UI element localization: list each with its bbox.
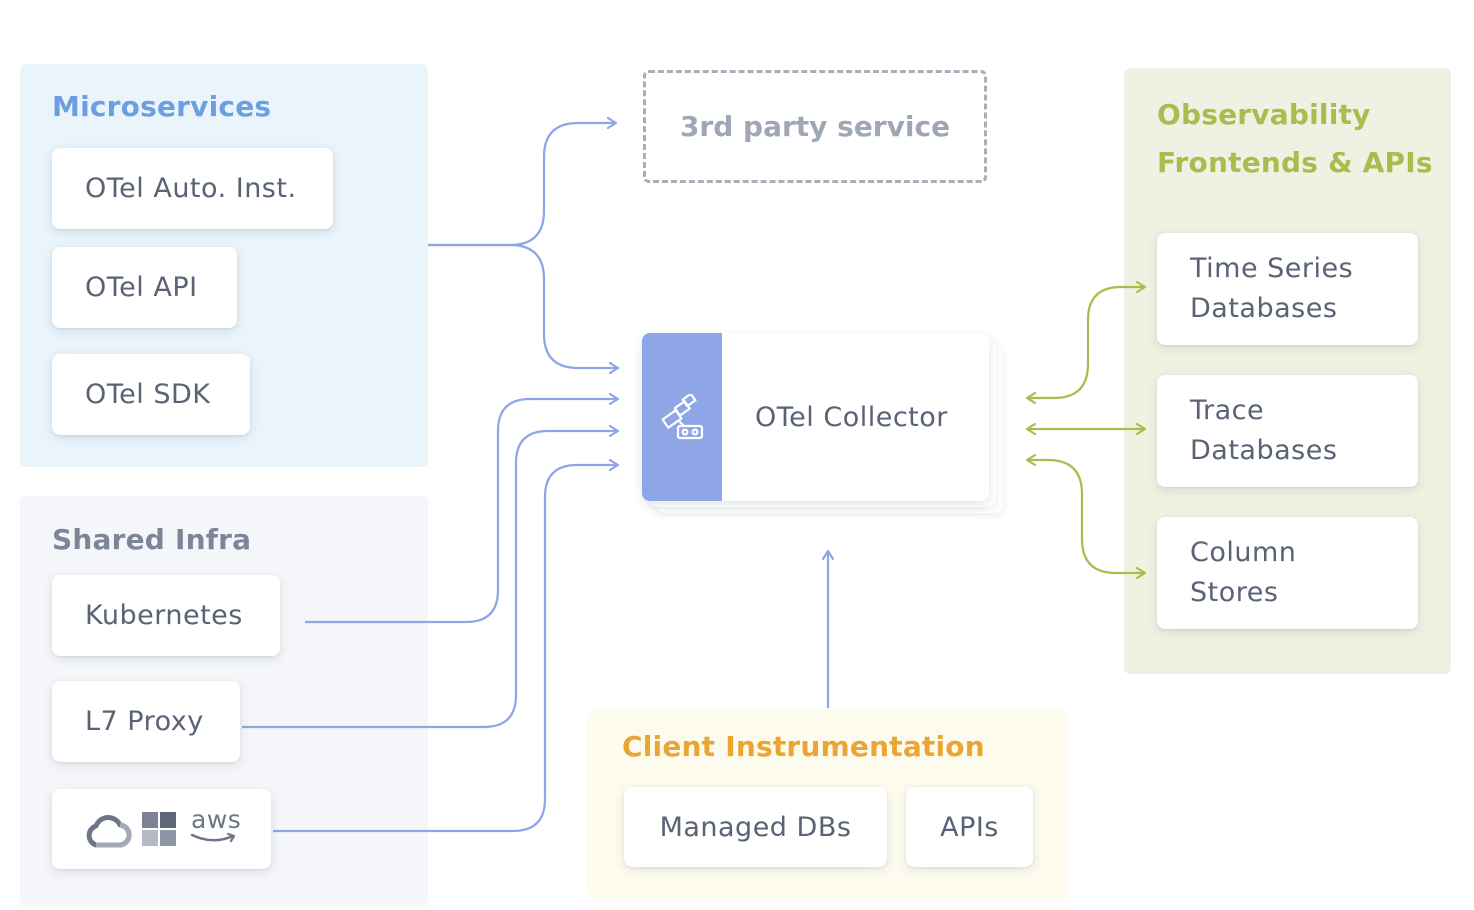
aws-logo-text: aws (191, 805, 242, 834)
wire-kubernetes-to-collector (305, 399, 618, 624)
otel-auto-inst-label: OTel Auto. Inst. (85, 173, 297, 204)
l7-proxy-card[interactable]: L7 Proxy (52, 681, 240, 762)
otel-api-card[interactable]: OTel API (52, 247, 237, 328)
gcp-cloud-icon (86, 815, 132, 848)
column-stores-line2: Stores (1190, 577, 1279, 608)
column-stores-line1: Column (1190, 537, 1297, 568)
trace-line2: Databases (1190, 435, 1338, 466)
observability-title-line2: Frontends & APIs (1157, 146, 1433, 179)
apis-card[interactable]: APIs (906, 787, 1033, 867)
l7-proxy-label: L7 Proxy (85, 706, 204, 737)
trace-databases-text: Trace Databases (1190, 391, 1337, 471)
column-stores-card[interactable]: Column Stores (1157, 517, 1418, 629)
otel-collector-label: OTel Collector (755, 401, 948, 433)
time-series-databases-card[interactable]: Time Series Databases (1157, 233, 1418, 345)
otel-sdk-card[interactable]: OTel SDK (52, 354, 250, 435)
otel-sdk-label: OTel SDK (85, 379, 211, 410)
observability-title-line1: Observability (1157, 98, 1371, 131)
apis-label: APIs (940, 811, 999, 843)
wire-l7-proxy-to-collector (242, 431, 618, 729)
otel-collector-card[interactable]: OTel Collector (642, 333, 989, 501)
client-instrumentation-title: Client Instrumentation (622, 730, 985, 763)
column-stores-text: Column Stores (1190, 533, 1296, 613)
azure-windows-icon (142, 812, 176, 846)
third-party-service-label: 3rd party service (679, 110, 951, 143)
wire-cloud-to-collector (273, 465, 618, 833)
wire-collector-column-stores (1027, 460, 1145, 573)
managed-dbs-label: Managed DBs (659, 811, 852, 843)
cloud-providers-card[interactable]: aws (52, 789, 271, 869)
wire-microservices-to-third-party (428, 123, 616, 247)
wire-microservices-to-collector (428, 243, 618, 368)
aws-smile-icon (190, 832, 236, 843)
time-series-line2: Databases (1190, 293, 1338, 324)
kubernetes-card[interactable]: Kubernetes (52, 575, 280, 656)
trace-line1: Trace (1190, 395, 1265, 426)
time-series-databases-text: Time Series Databases (1190, 249, 1353, 329)
collector-icon-band (642, 333, 722, 501)
kubernetes-label: Kubernetes (85, 600, 243, 631)
aws-logo: aws (189, 803, 241, 847)
microservices-title: Microservices (52, 90, 272, 123)
otel-auto-inst-card[interactable]: OTel Auto. Inst. (52, 148, 333, 229)
time-series-line1: Time Series (1190, 253, 1354, 284)
trace-databases-card[interactable]: Trace Databases (1157, 375, 1418, 487)
wire-collector-time-series (1027, 287, 1145, 398)
third-party-service-box[interactable]: 3rd party service (643, 70, 987, 183)
telescope-icon (661, 394, 704, 440)
managed-dbs-card[interactable]: Managed DBs (624, 787, 887, 867)
otel-api-label: OTel API (85, 272, 198, 303)
shared-infra-title: Shared Infra (52, 523, 252, 556)
